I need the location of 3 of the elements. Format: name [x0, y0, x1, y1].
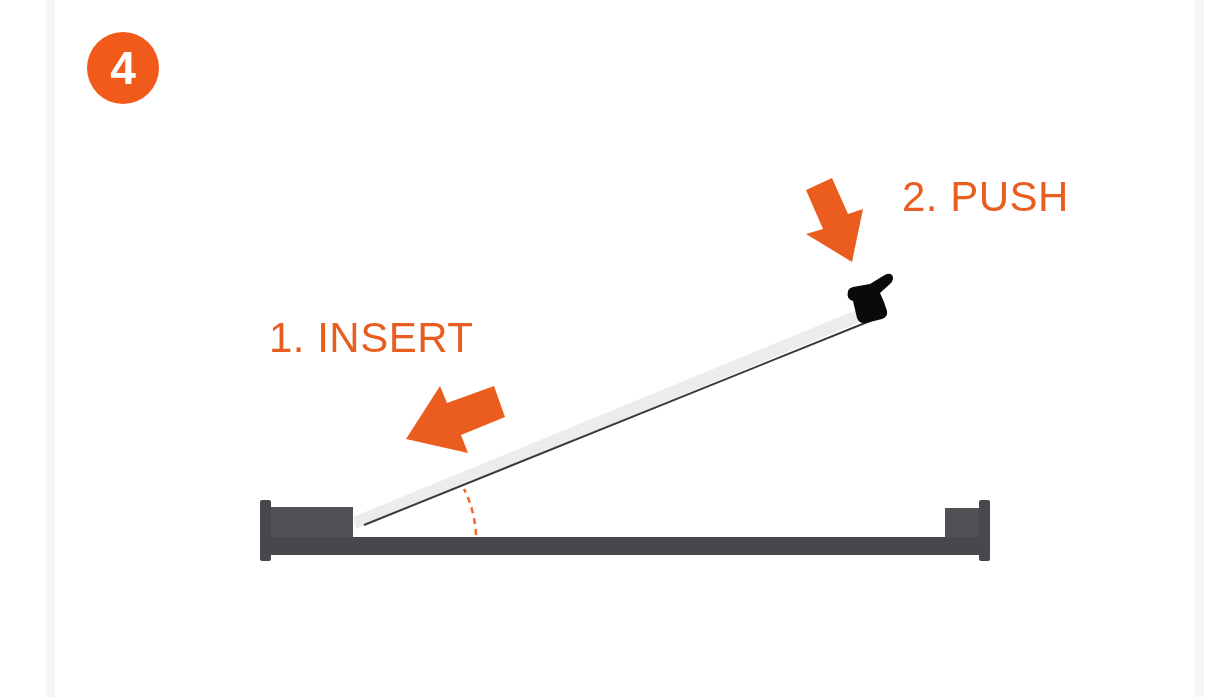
instruction-label: 1. INSERT	[269, 317, 474, 359]
step-number-badge: 4	[87, 32, 159, 104]
instruction-label: 2. PUSH	[902, 176, 1069, 218]
